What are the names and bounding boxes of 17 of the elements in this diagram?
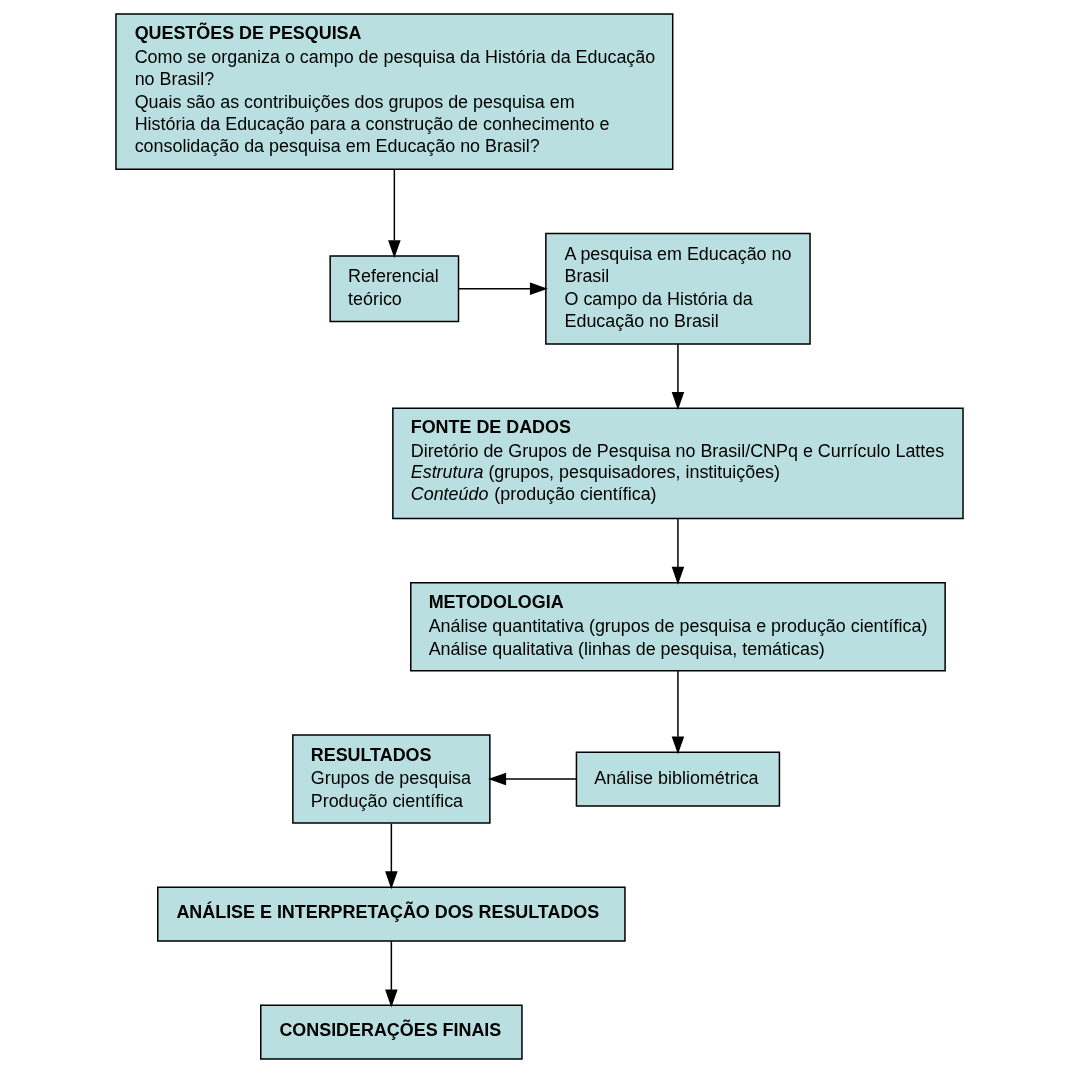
arrow: [671, 343, 684, 410]
node-box: ANÁLISE E INTERPRETAÇÃO DOS RESULTADOS: [156, 886, 626, 942]
arrow: [671, 670, 684, 755]
node-box: METODOLOGIA Análise quantitativa (grupos de pesquisa e produção científica) Análise qualitativa (linhas de pesquisa, temáticas): [409, 582, 946, 672]
arrow: [487, 772, 577, 786]
node-box: CONSIDERAÇÕES FINAIS: [259, 1004, 523, 1060]
arrow: [384, 940, 398, 1008]
arrow: [457, 282, 548, 295]
arrow: [387, 168, 401, 259]
node-box: A pesquisa em Educação no Brasil O campo da História da Educação no Brasil: [544, 232, 811, 345]
node-box: FONTE DE DADOS Diretório de Grupos de Pesquisa no Brasil/CNPq e Currículo Lattes Estrutura (grupos, pesquisadores, instituições) Conteúdo (produção científica): [391, 407, 964, 520]
arrow: [384, 823, 398, 890]
node-box: RESULTADOS Grupos de pesquisa Produção científica: [291, 734, 491, 824]
node-box: Análise bibliométrica: [575, 751, 780, 807]
arrow: [671, 517, 684, 585]
node-box: QUESTÕES DE PESQUISA Como se organiza o campo de pesquisa da História da Educação no Brasil? Quais são as contribuições dos grupos de pesquisa em História da Educação para a construção de conhecimento e consolidação da pesquisa em Educação no Brasil?: [114, 13, 673, 171]
node-box: Referencial teórico: [328, 255, 459, 323]
